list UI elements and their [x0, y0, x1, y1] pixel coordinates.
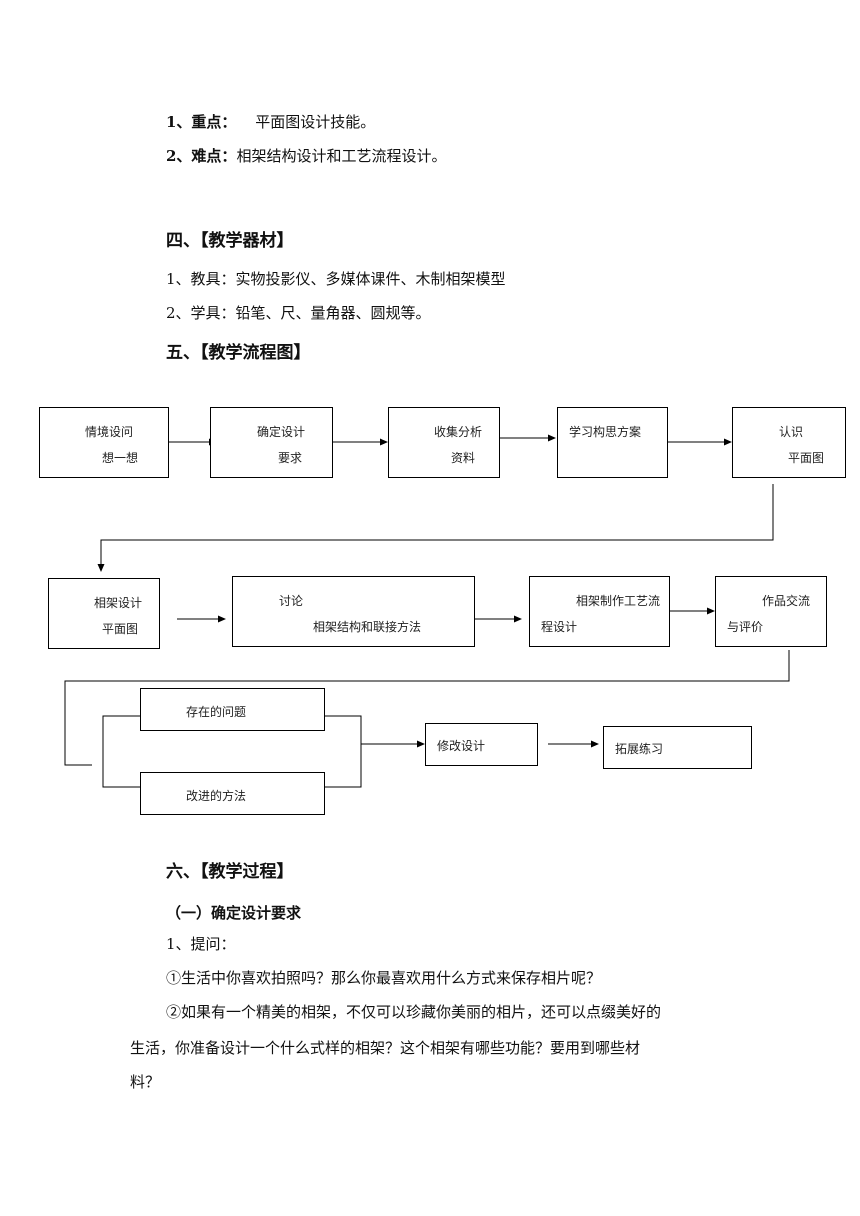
- key-point-text: 平面图设计技能。: [255, 113, 376, 131]
- flow-node-label: 相架设计: [94, 596, 143, 610]
- flow-node-improvements: 改进的方法: [140, 772, 325, 815]
- question-2-line-3: 料？: [130, 1073, 161, 1091]
- question-2-line-1: ②如果有一个精美的相架，不仅可以珍藏你美丽的相片，还可以点缀美好的: [166, 1003, 662, 1021]
- flow-node-exchange: 作品交流 与评价: [715, 576, 827, 647]
- flow-node-label: 认识: [779, 425, 804, 439]
- flow-node-label: 平面图: [102, 622, 139, 636]
- flowchart-connectors: [64, 434, 790, 788]
- equipment-student: 2、学具：铅笔、尺、量角器、圆规等。: [166, 304, 431, 322]
- key-point-line: 1、重点： 平面图设计技能。: [166, 112, 375, 132]
- flow-node-frame-design: 相架设计 平面图: [48, 578, 160, 649]
- equipment-teacher: 1、教具：实物投影仪、多媒体课件、木制相架模型: [166, 270, 506, 288]
- flow-node-collect: 收集分析 资料: [388, 407, 500, 478]
- flow-node-label: 修改设计: [437, 739, 486, 753]
- flow-node-process: 相架制作工艺流 程设计: [529, 576, 670, 647]
- flow-node-label: 确定设计: [257, 425, 306, 439]
- section-6-heading: 六、【教学过程】: [166, 862, 294, 882]
- flow-node-requirements: 确定设计 要求: [210, 407, 333, 478]
- flow-node-floorplan: 认识 平面图: [732, 407, 846, 478]
- flow-node-scenario: 情境设问 想一想: [39, 407, 169, 478]
- flow-node-label: 想一想: [102, 451, 139, 465]
- flow-node-label: 讨论: [279, 594, 304, 608]
- flow-node-label: 拓展练习: [615, 742, 664, 756]
- section-5-heading: 五、【教学流程图】: [166, 343, 311, 363]
- difficult-point-line: 2、难点：相架结构设计和工艺流程设计。: [166, 146, 446, 166]
- flow-node-label: 要求: [278, 451, 303, 465]
- flow-node-label: 收集分析: [434, 425, 483, 439]
- subsection-heading: （一）确定设计要求: [166, 904, 302, 922]
- flow-node-revise: 修改设计: [425, 723, 538, 766]
- flow-node-extension: 拓展练习: [603, 726, 752, 769]
- question-2-line-2: 生活，你准备设计一个什么式样的相架？这个相架有哪些功能？要用到哪些材: [130, 1039, 641, 1057]
- key-point-label: 1、重点：: [166, 113, 237, 131]
- flow-node-label: 与评价: [727, 620, 764, 634]
- flow-node-label: 情境设问: [85, 425, 134, 439]
- flow-node-label: 程设计: [541, 620, 578, 634]
- section-4-heading: 四、【教学器材】: [166, 231, 294, 251]
- flow-node-label: 存在的问题: [186, 705, 247, 719]
- flow-node-label: 相架结构和联接方法: [313, 620, 422, 634]
- question-label: 1、提问：: [166, 935, 236, 953]
- difficult-point-label: 2、难点：: [166, 147, 237, 165]
- flow-node-label: 改进的方法: [186, 789, 247, 803]
- flow-node-label: 资料: [451, 451, 476, 465]
- flow-node-label: 相架制作工艺流: [576, 594, 661, 608]
- flow-node-discuss: 讨论 相架结构和联接方法: [232, 576, 475, 647]
- flow-node-plan: 学习构思方案: [557, 407, 668, 478]
- question-1: ①生活中你喜欢拍照吗？那么你最喜欢用什么方式来保存相片呢？: [166, 969, 602, 987]
- flow-node-label: 平面图: [788, 451, 825, 465]
- flow-node-problems: 存在的问题: [140, 688, 325, 731]
- difficult-point-text: 相架结构设计和工艺流程设计。: [236, 147, 447, 165]
- flow-node-label: 学习构思方案: [569, 425, 642, 439]
- flow-node-label: 作品交流: [762, 594, 811, 608]
